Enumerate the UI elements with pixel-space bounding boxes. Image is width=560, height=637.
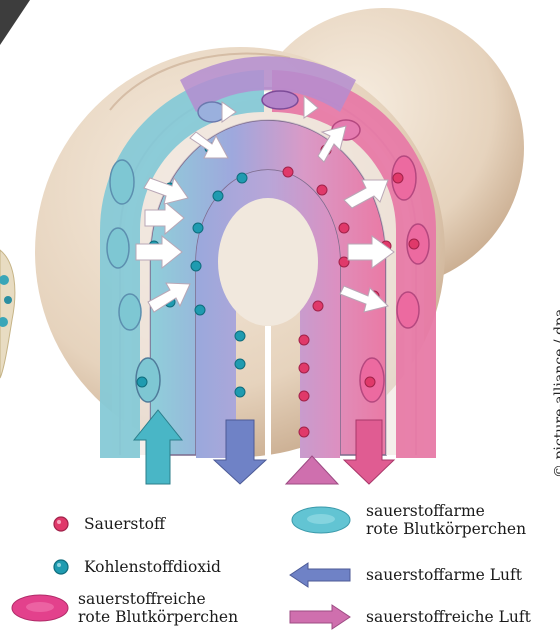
left-decoration <box>0 0 30 378</box>
legend-item-oxygen-poor-air: sauerstoffarme Luft <box>288 562 522 588</box>
legend-label-oxygen-rich-air: sauerstoffreiche Luft <box>366 608 531 626</box>
legend: Sauerstoff Kohlenstoffdioxid sauerstoffr… <box>0 488 560 637</box>
legend-label-oxygen-rich-rbc: sauerstoffreiche rote Blutkörperchen <box>78 590 238 626</box>
legend-item-co2: Kohlenstoffdioxid <box>50 556 221 578</box>
legend-item-oxygen: Sauerstoff <box>50 513 165 535</box>
left-arrow-icon <box>288 562 352 588</box>
right-arrow-icon <box>288 604 352 630</box>
co2-dot-icon <box>50 556 72 578</box>
legend-item-oxygen-poor-rbc: sauerstoffarme rote Blutkörperchen <box>288 502 526 538</box>
legend-label-co2: Kohlenstoffdioxid <box>84 558 221 576</box>
legend-label-oxygen-poor-air: sauerstoffarme Luft <box>366 566 522 584</box>
legend-label-oxygen-poor-rbc: sauerstoffarme rote Blutkörperchen <box>366 502 526 538</box>
oxygen-poor-rbc-icon <box>288 503 354 537</box>
legend-label-oxygen: Sauerstoff <box>84 515 165 533</box>
oxygen-dot-icon <box>50 513 72 535</box>
legend-item-oxygen-rich-air: sauerstoffreiche Luft <box>288 604 531 630</box>
air-passage <box>196 170 340 458</box>
oxygen-rich-rbc-icon <box>8 591 72 625</box>
legend-item-oxygen-rich-rbc: sauerstoffreiche rote Blutkörperchen <box>8 590 238 626</box>
credit-text: © picture-alliance / dpa <box>552 309 560 478</box>
alveolus-gas-exchange-diagram <box>0 0 560 488</box>
